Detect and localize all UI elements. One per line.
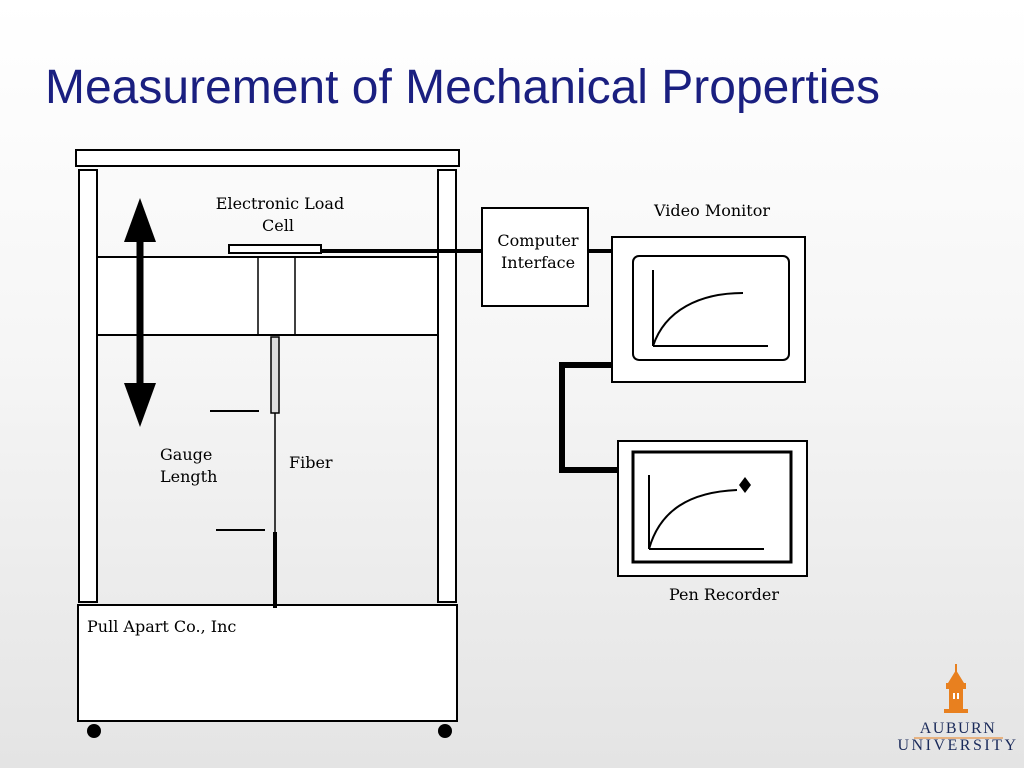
top-crossbar <box>75 149 460 167</box>
upper-grip <box>270 336 280 414</box>
right-column <box>437 169 457 603</box>
logo-name: AUBURN <box>920 720 997 737</box>
load-cell-label-line1: Electronic Load <box>216 194 344 213</box>
recorder-curve-plot <box>648 475 764 550</box>
computer-label-line2: Interface <box>501 253 575 272</box>
computer-interface-box <box>481 207 589 307</box>
left-column <box>78 169 98 603</box>
motion-double-arrow <box>124 198 156 427</box>
monitor-curve-plot <box>652 270 768 347</box>
left-wheel <box>87 724 101 738</box>
pen-recorder-paper <box>631 450 793 564</box>
company-label: Pull Apart Co., Inc <box>87 617 236 636</box>
gauge-label-line2: Length <box>160 467 217 486</box>
tower-icon <box>944 664 968 713</box>
computer-label-line1: Computer <box>497 231 578 250</box>
monitor-to-recorder-wire <box>559 362 622 473</box>
base-cabinet <box>77 604 458 722</box>
moving-crosshead <box>96 256 439 336</box>
load-cell-label-line2: Cell <box>262 216 294 235</box>
pen-recorder-label: Pen Recorder <box>669 585 779 604</box>
fiber-label: Fiber <box>289 453 333 472</box>
load-cell-plate <box>228 244 322 254</box>
auburn-logo: AUBURN UNIVERSITY <box>898 664 1019 754</box>
page-title: Measurement of Mechanical Properties <box>45 61 881 114</box>
gauge-label-line1: Gauge <box>160 445 212 464</box>
right-wheel <box>438 724 452 738</box>
video-monitor-label: Video Monitor <box>653 201 770 220</box>
pen-marker-icon <box>739 477 751 493</box>
video-monitor-screen <box>632 255 790 361</box>
logo-subtitle: UNIVERSITY <box>898 737 1019 754</box>
